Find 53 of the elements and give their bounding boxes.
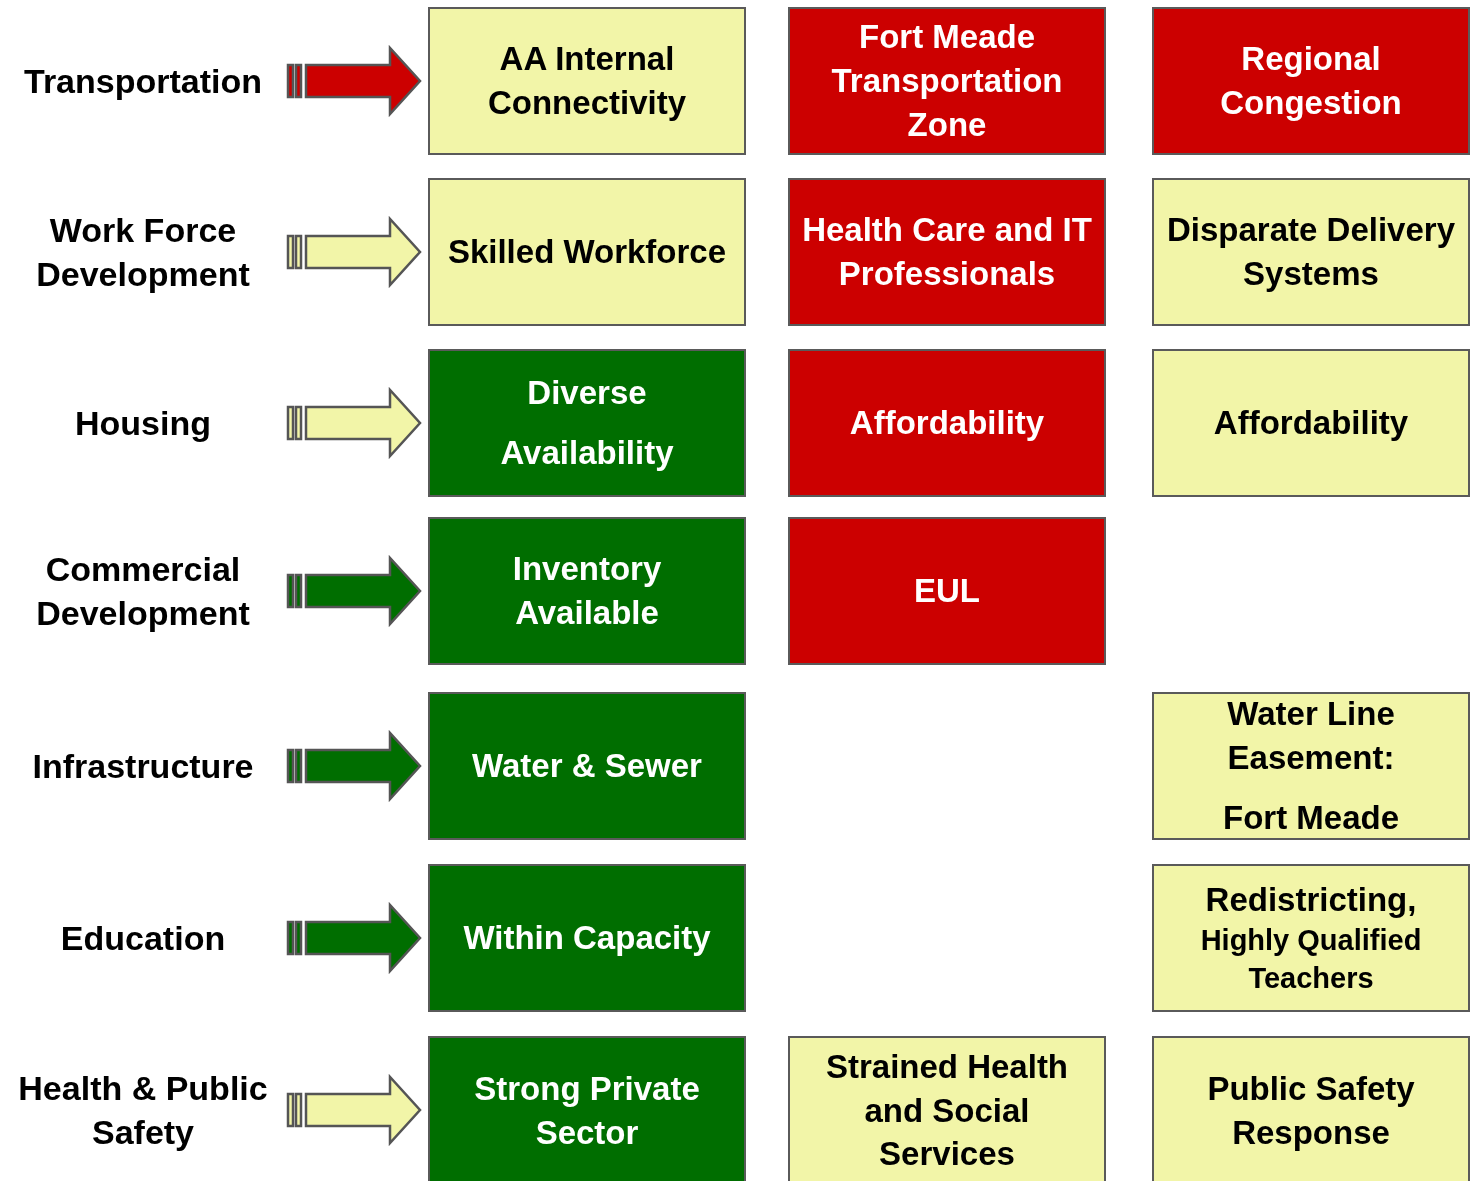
status-box	[1152, 692, 1470, 840]
status-box	[1152, 349, 1470, 497]
status-box	[788, 349, 1106, 497]
box-text: AA Internal Connectivity	[486, 39, 687, 123]
status-box	[788, 1036, 1106, 1181]
block-arrow	[286, 215, 422, 289]
row-label: Work Force Development	[2, 178, 284, 326]
status-box	[788, 7, 1106, 155]
status-box	[428, 692, 746, 840]
box-text: Affordability	[1213, 403, 1409, 444]
status-box	[1152, 1036, 1470, 1181]
box-text: Fort Meade	[1223, 797, 1399, 838]
box-text: Inventory Available	[511, 549, 663, 633]
row-label: Commercial Development	[2, 517, 284, 665]
status-box	[428, 1036, 746, 1181]
status-box	[788, 517, 1106, 665]
box-text: Disparate Delivery Systems	[1166, 210, 1456, 294]
status-box	[1152, 7, 1470, 155]
block-arrow	[286, 44, 422, 118]
box-text: Fort Meade Transportation Zone	[830, 17, 1064, 145]
box-text: Diverse	[527, 373, 647, 414]
box-text: Health Care and IT Professionals	[801, 210, 1093, 294]
box-text: Strained Health and Social Services	[824, 1046, 1070, 1175]
status-box	[1152, 178, 1470, 326]
box-text: Public Safety Response	[1206, 1068, 1416, 1153]
row-label: Health & Public Safety	[2, 1036, 284, 1181]
block-arrow	[286, 554, 422, 628]
status-box	[428, 517, 746, 665]
box-text: Water & Sewer	[472, 746, 702, 787]
box-text: Highly Qualified Teachers	[1199, 923, 1423, 996]
box-text: Within Capacity	[463, 918, 711, 959]
status-box	[428, 349, 746, 497]
box-text: EUL	[914, 571, 980, 612]
block-arrow	[286, 901, 422, 975]
box-text: Redistricting,	[1205, 880, 1417, 921]
box-text: Water Line Easement:	[1226, 694, 1396, 779]
status-box	[428, 864, 746, 1012]
box-text: Skilled Workforce	[447, 232, 727, 273]
box-text: Strong Private Sector	[473, 1068, 701, 1153]
row-label: Transportation	[2, 7, 284, 155]
row-label: Education	[2, 864, 284, 1012]
block-arrow	[286, 386, 422, 460]
box-text: Affordability	[849, 403, 1045, 444]
block-arrow	[286, 729, 422, 803]
status-box	[428, 7, 746, 155]
box-text: Availability	[500, 433, 674, 473]
row-label: Infrastructure	[2, 692, 284, 840]
block-arrow	[286, 1073, 422, 1147]
status-box	[788, 178, 1106, 326]
status-box	[428, 178, 746, 326]
row-label: Housing	[2, 349, 284, 497]
status-box	[1152, 864, 1470, 1012]
box-text: Regional Congestion	[1219, 39, 1403, 123]
